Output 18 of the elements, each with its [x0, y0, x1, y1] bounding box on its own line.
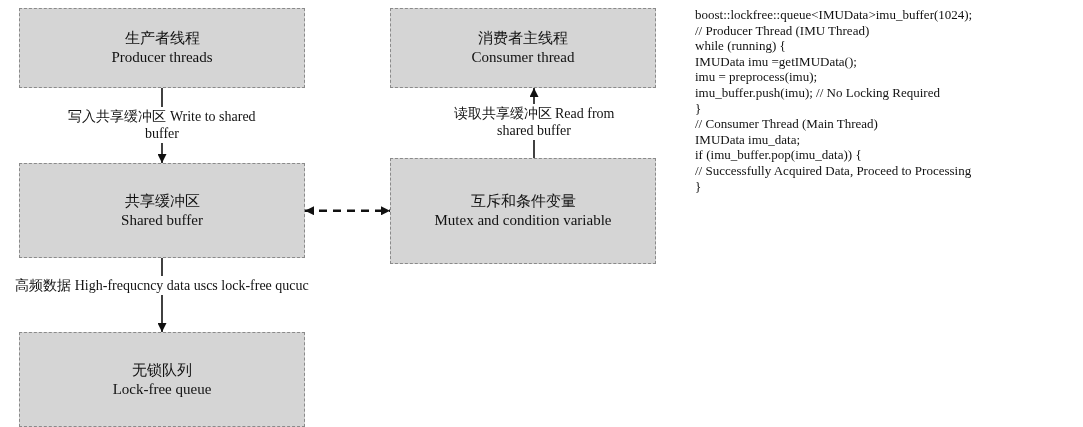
process-box: 互斥和条件变量 Mutex and condition variable — [390, 158, 656, 264]
process-box: 共享缓冲区 Shared buffer — [19, 163, 305, 258]
code-line: if (imu_buffer.pop(imu_data)) { — [695, 147, 863, 163]
code-line: while (running) { — [695, 38, 787, 54]
process-box: 无锁队列 Lock-free queue — [19, 332, 305, 427]
code-line: IMUData imu =getIMUData(); — [695, 53, 858, 70]
code-line: imu = preprocess(imu); — [695, 69, 819, 85]
process-box: 生产者线程 Producer threads — [19, 8, 305, 88]
code-line: // Consumer Thread (Main Thread) — [695, 116, 879, 132]
code-line: // Producer Thread (IMU Thread) — [695, 22, 871, 39]
code-line: } — [695, 178, 703, 195]
code-line: imu_buffer.push(imu); // No Locking Required — [695, 84, 941, 101]
process-box: 消费者主线程 Consumer thread — [390, 8, 656, 88]
code-line: } — [695, 100, 703, 117]
arrow — [305, 206, 390, 216]
code-line: IMUData imu_data; — [695, 131, 802, 148]
code-line: boost::lockfree::queue<IMUData>imu_buffer(1024); — [695, 7, 974, 23]
code-line: // Successfully Acquired Data, Proceed to Processing — [695, 162, 973, 179]
